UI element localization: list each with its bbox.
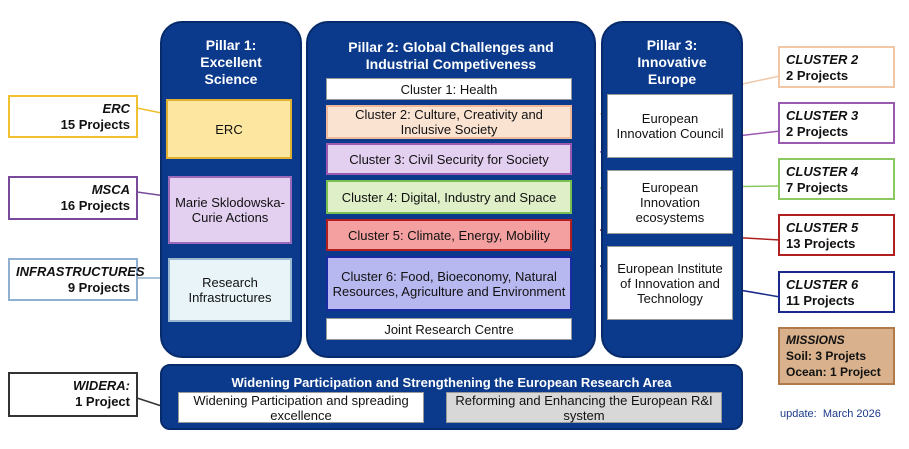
joint-research-centre-box[interactable]: Joint Research Centre [326, 318, 572, 340]
pillar-1-title: Pillar 1: Excellent Science [200, 37, 262, 87]
widening-title: Widening Participation and Strengthening… [231, 375, 672, 390]
reforming-ri-box[interactable]: Reforming and Enhancing the European R&I… [446, 392, 722, 423]
callout-cluster-2[interactable]: CLUSTER 2 2 Projects [778, 46, 895, 88]
innovation-ecosystems-box[interactable]: European Innovation ecosystems [607, 170, 733, 234]
eit-box[interactable]: European Institute of Innovation and Tec… [607, 246, 733, 320]
msca-box[interactable]: Marie Sklodowska-Curie Actions [168, 176, 292, 244]
cluster-1-box[interactable]: Cluster 1: Health [326, 78, 572, 100]
pillar-3-title: Pillar 3: Innovative Europe [637, 37, 707, 87]
update-label: update: March 2026 [780, 408, 881, 420]
callout-cluster-5[interactable]: CLUSTER 5 13 Projects [778, 214, 895, 256]
callout-infrastructures[interactable]: INFRASTRUCTURES 9 Projects [8, 258, 145, 301]
cluster-5-box[interactable]: Cluster 5: Climate, Energy, Mobility [326, 219, 572, 251]
erc-box[interactable]: ERC [166, 99, 292, 159]
cluster-6-box[interactable]: Cluster 6: Food, Bioeconomy, Natural Res… [326, 256, 572, 311]
callout-msca[interactable]: MSCA 16 Projects [8, 176, 138, 220]
cluster-2-box[interactable]: Cluster 2: Culture, Creativity and Inclu… [326, 105, 572, 139]
research-infrastructures-box[interactable]: Research Infrastructures [168, 258, 292, 322]
callout-cluster-3[interactable]: CLUSTER 3 2 Projects [778, 102, 895, 144]
cluster-4-box[interactable]: Cluster 4: Digital, Industry and Space [326, 180, 572, 214]
eic-box[interactable]: European Innovation Council [607, 94, 733, 158]
widening-participation-box[interactable]: Widening Participation and spreading exc… [178, 392, 424, 423]
missions-box[interactable]: MISSIONS Soil: 3 Projets Ocean: 1 Projec… [778, 327, 895, 385]
cluster-3-box[interactable]: Cluster 3: Civil Security for Society [326, 143, 572, 175]
pillar-2-title: Pillar 2: Global Challenges and Industri… [348, 39, 554, 72]
callout-erc[interactable]: ERC 15 Projects [8, 95, 138, 138]
callout-cluster-4[interactable]: CLUSTER 4 7 Projects [778, 158, 895, 200]
callout-widera[interactable]: WIDERA: 1 Project [8, 372, 138, 417]
callout-cluster-6[interactable]: CLUSTER 6 11 Projects [778, 271, 895, 313]
